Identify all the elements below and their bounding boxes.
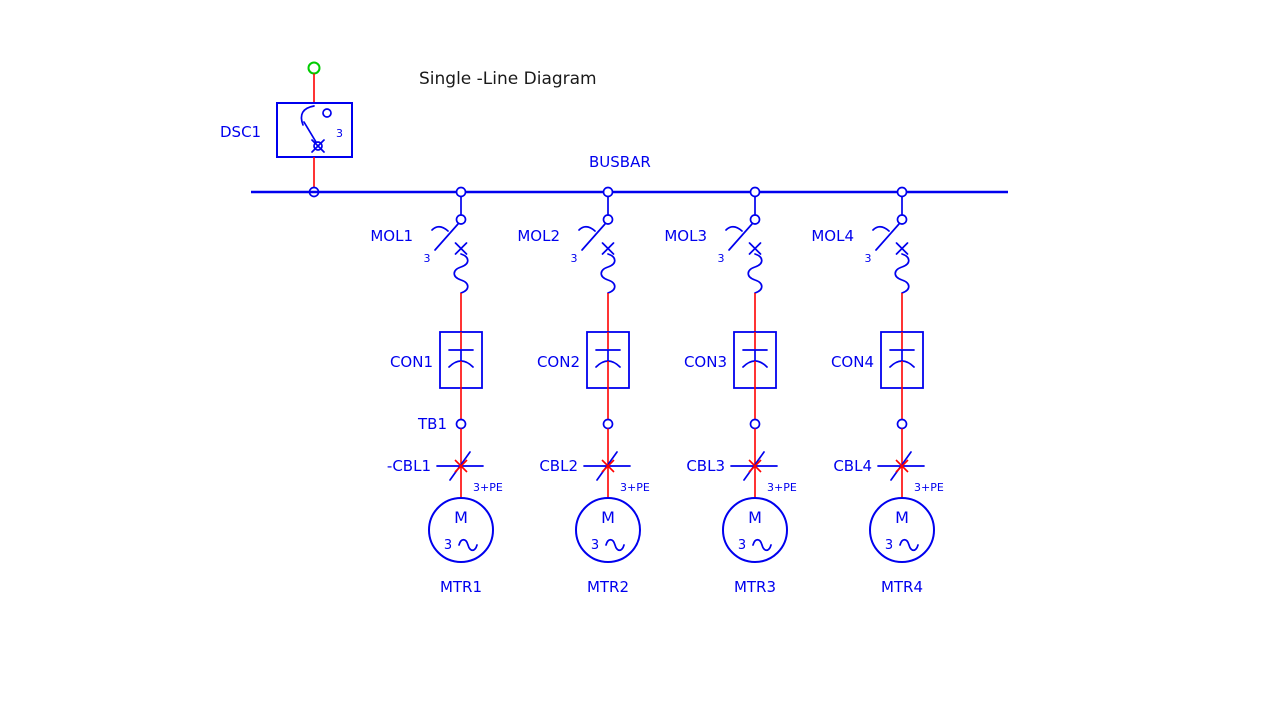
cable-label: CBL2 [539,457,578,475]
cable-conductors-label: 3+PE [473,481,503,494]
busbar-junction [602,186,614,198]
contactor-label: CON2 [537,353,580,371]
diagram-title: Single -Line Diagram [419,69,597,89]
busbar[interactable]: BUSBAR [251,153,1008,194]
mol-release-hook-icon [725,225,743,232]
motor-label: MTR3 [734,578,776,596]
cable-label: CBL4 [833,457,872,475]
cable-cross-icon [748,459,762,473]
cable-conductors-label: 3+PE [914,481,944,494]
cable-conductors-label: 3+PE [620,481,650,494]
mol-release-hook-icon [578,225,596,232]
cable-cross-icon [895,459,909,473]
busbar-junction [455,186,467,198]
mol-poles-label: 3 [718,252,725,265]
motor-phases: 3 [885,538,893,553]
dsc-release-hook [300,105,315,126]
mol-thermal-element[interactable] [453,253,469,294]
mol-blade[interactable] [434,223,459,251]
mol-blade[interactable] [581,223,606,251]
mol-contact-cross-icon [601,242,615,255]
dsc-poles-label: 3 [336,127,343,140]
contactor-label: CON1 [390,353,433,371]
mol-poles-label: 3 [865,252,872,265]
motor-ac-wave-icon [458,538,478,552]
terminal-point[interactable] [749,418,761,430]
mol-thermal-element[interactable] [600,253,616,294]
motor-letter: M [895,508,909,527]
mol-top-terminal [896,214,908,225]
dsc-contact-cross-icon [311,139,325,153]
supply-terminal-icon [307,61,321,75]
dsc-label: DSC1 [220,123,261,141]
mol-label: MOL2 [517,227,560,245]
mol-blade[interactable] [875,223,900,251]
motor-label: MTR4 [881,578,923,596]
disconnector-dsc1[interactable]: 3 DSC1 [220,61,353,198]
terminal-point[interactable] [455,418,467,430]
cable-label: -CBL1 [387,457,431,475]
mol-label: MOL4 [811,227,854,245]
terminal-point[interactable] [896,418,908,430]
mol-label: MOL1 [370,227,413,245]
motor-label: MTR1 [440,578,482,596]
mol-top-terminal [749,214,761,225]
motor-ac-wave-icon [605,538,625,552]
busbar-junction [896,186,908,198]
mol-label: MOL3 [664,227,707,245]
motor-ac-wave-icon [899,538,919,552]
motor-letter: M [454,508,468,527]
mol-release-hook-icon [872,225,890,232]
terminal-point[interactable] [602,418,614,430]
mol-contact-cross-icon [454,242,468,255]
mol-contact-cross-icon [748,242,762,255]
mol-thermal-element[interactable] [894,253,910,294]
busbar-junction [749,186,761,198]
mol-poles-label: 3 [424,252,431,265]
branches: 3MOL1CON13+PE-CBL1M3MTR13MOL2CON23+PECBL… [370,186,944,596]
motor-phases: 3 [444,538,452,553]
mol-poles-label: 3 [571,252,578,265]
contactor-label: CON4 [831,353,874,371]
dsc-bottom-contact [313,141,323,151]
motor-ac-wave-icon [752,538,772,552]
motor-phases: 3 [591,538,599,553]
mol-top-terminal [455,214,467,225]
cable-conductors-label: 3+PE [767,481,797,494]
mol-blade[interactable] [728,223,753,251]
motor-letter: M [601,508,615,527]
dsc-blade [303,121,317,143]
motor-phases: 3 [738,538,746,553]
tb1-label: TB1 [417,415,447,433]
busbar-label: BUSBAR [589,153,651,171]
cable-cross-icon [601,459,615,473]
mol-thermal-element[interactable] [747,253,763,294]
mol-release-hook-icon [431,225,449,232]
motor-label: MTR2 [587,578,629,596]
dsc-top-contact [322,108,332,118]
mol-top-terminal [602,214,614,225]
motor-letter: M [748,508,762,527]
cable-cross-icon [454,459,468,473]
contactor-label: CON3 [684,353,727,371]
cable-label: CBL3 [686,457,725,475]
mol-contact-cross-icon [895,242,909,255]
